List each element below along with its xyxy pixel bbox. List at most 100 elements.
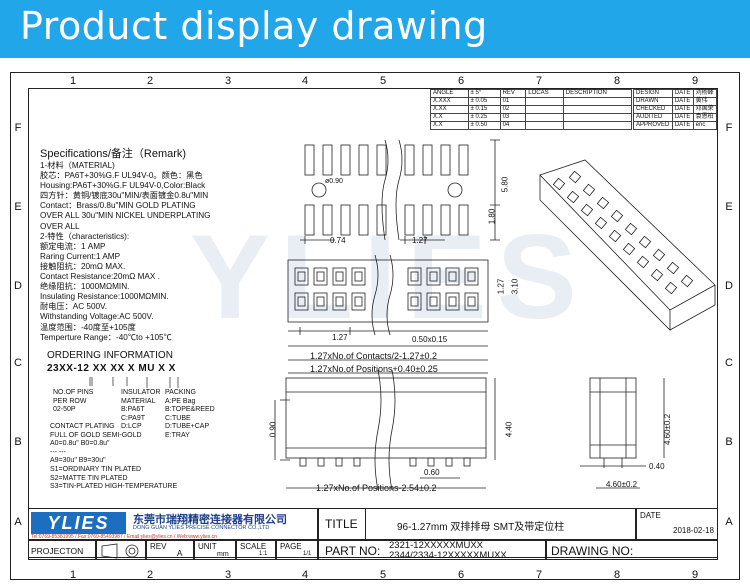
rev-box: REV A [146, 540, 194, 560]
contact-cavity [313, 267, 328, 286]
contact-cavity [294, 292, 309, 311]
spec-line: OVER ALL 30u"MIN NICKEL UNDERPLATING [40, 211, 211, 221]
date-value: 2018-02-18 [673, 526, 714, 535]
footprint-pad [340, 144, 351, 176]
contact-cavity [351, 267, 366, 286]
grid-row-C-left: C [14, 357, 22, 369]
footprint-pad [358, 204, 369, 236]
footprint-pad [404, 144, 415, 176]
footprint-pad [376, 204, 387, 236]
page-box: PAGE 1/1 [276, 540, 318, 560]
dim-5-80: 5.80 [500, 176, 510, 193]
tolerance-cell [562, 121, 633, 130]
iso-cavity [568, 170, 582, 184]
footprint-pad [458, 204, 469, 236]
contact-cavity [332, 292, 347, 311]
side-pin [299, 457, 307, 467]
dim-4-40: 4.40 [504, 421, 514, 438]
drawing-no-label: DRAWING NO: [551, 544, 634, 558]
part-no-label: PART NO: [325, 544, 381, 558]
side-pin [409, 457, 417, 467]
contact-pin [429, 271, 438, 282]
iso-cavity [582, 183, 596, 197]
grid-row-E-right: E [725, 201, 733, 213]
ordering-code: 23XX-12 XX XX X MU X X [47, 363, 176, 374]
connector-end-view [589, 377, 637, 459]
footprint-pad [358, 144, 369, 176]
spec-line: 温度范围：-40度至+105度 [40, 322, 136, 332]
grid-row-D-right: D [725, 280, 733, 292]
contact-pin [335, 296, 344, 307]
contact-pin [429, 296, 438, 307]
spec-line: 胶芯：PA6T+30%G.F UL94V-0。颜色：黑色 [40, 171, 203, 181]
grid-col-9-bottom: 9 [691, 569, 699, 581]
grid-col-7-bottom: 7 [535, 569, 543, 581]
iso-cavity [652, 248, 666, 262]
contact-pin [297, 296, 306, 307]
title-box: TITLE 96-1.27mm 双排排母 SMT及带定位柱 [318, 508, 636, 540]
ordering-pins-line: PER ROW [53, 397, 87, 405]
ordering-packing-line: PACKING [165, 389, 196, 396]
ordering-plating-line: A9=30u" B9=30u" [50, 457, 106, 465]
iso-cavity [680, 274, 694, 288]
iso-cavity [610, 209, 624, 223]
spec-line: 额定电流：1 AMP [40, 241, 106, 251]
iso-cavity [566, 190, 580, 204]
footprint-pad [322, 204, 333, 236]
dim-line [274, 378, 496, 489]
footprint-pad [440, 144, 451, 176]
dim-1-80: 1.80 [487, 208, 497, 225]
ordering-pins-line: NO.OF PINS [53, 389, 94, 396]
grid-col-3-top: 3 [224, 75, 232, 87]
ordering-packing-line: A:PE Bag [165, 397, 196, 405]
contact-pin [316, 296, 325, 307]
part-no-line1: 2321-12XXXXXMUXX [389, 540, 483, 551]
dim-1-27-top: 1.27 [412, 236, 428, 245]
projection-symbol-icon [101, 543, 139, 559]
projection-symbol-box [96, 540, 146, 560]
contact-cavity [464, 267, 479, 286]
footprint-pad [340, 204, 351, 236]
grid-col-3-bottom: 3 [224, 569, 232, 581]
unit-box: UNIT mm [194, 540, 236, 560]
dim-positions-bottom: 1.27xNo.of Positions-2.54±0.2 [316, 483, 437, 493]
contact-cavity [445, 267, 460, 286]
spec-line: Raring Current:1 AMP [40, 251, 121, 261]
approval-cell: APPROVED [633, 121, 673, 130]
dim-line [288, 327, 488, 374]
iso-cavity [650, 268, 664, 282]
grid-row-F-right: F [725, 122, 733, 134]
unit-label: UNIT [198, 542, 217, 551]
dim-4-60-bottom: 4.60±0.2 [606, 480, 638, 489]
contact-pin [410, 296, 419, 307]
ordering-plating-line: --- --- [50, 448, 66, 456]
contact-pin [467, 296, 476, 307]
contact-pin [354, 271, 363, 282]
grid-col-1-bottom: 1 [69, 569, 77, 581]
ordering-packing-line: D:TUBE+CAP [165, 423, 210, 431]
spec-line: Temperture Range：-40℃to +105℃ [40, 332, 172, 342]
ordering-packing-line: C:TUBE [165, 414, 191, 422]
iso-cavity [622, 242, 636, 256]
side-pin [353, 457, 361, 467]
ordering-plating-line: A0=0.8u" B0=0.8u" [50, 440, 110, 448]
grid-col-4-top: 4 [301, 75, 309, 87]
iso-cavity [664, 281, 678, 295]
scale-label: SCALE [240, 542, 267, 551]
contact-pin [448, 271, 457, 282]
spec-line: 耐电压：AC 500V. [40, 302, 108, 312]
dim-1-27-side: 1.27 [496, 278, 506, 295]
ordering-plating-line: S3=TIN-PLATED HIGH-TEMPERATURE [50, 483, 178, 491]
footprint-pad [458, 144, 469, 176]
ordering-insulator-line: MATERIAL [121, 397, 156, 405]
scale-box: SCALE 1:1 [236, 540, 276, 560]
end-view-detail [580, 378, 665, 489]
tolerance-cell: 04 [499, 121, 527, 130]
